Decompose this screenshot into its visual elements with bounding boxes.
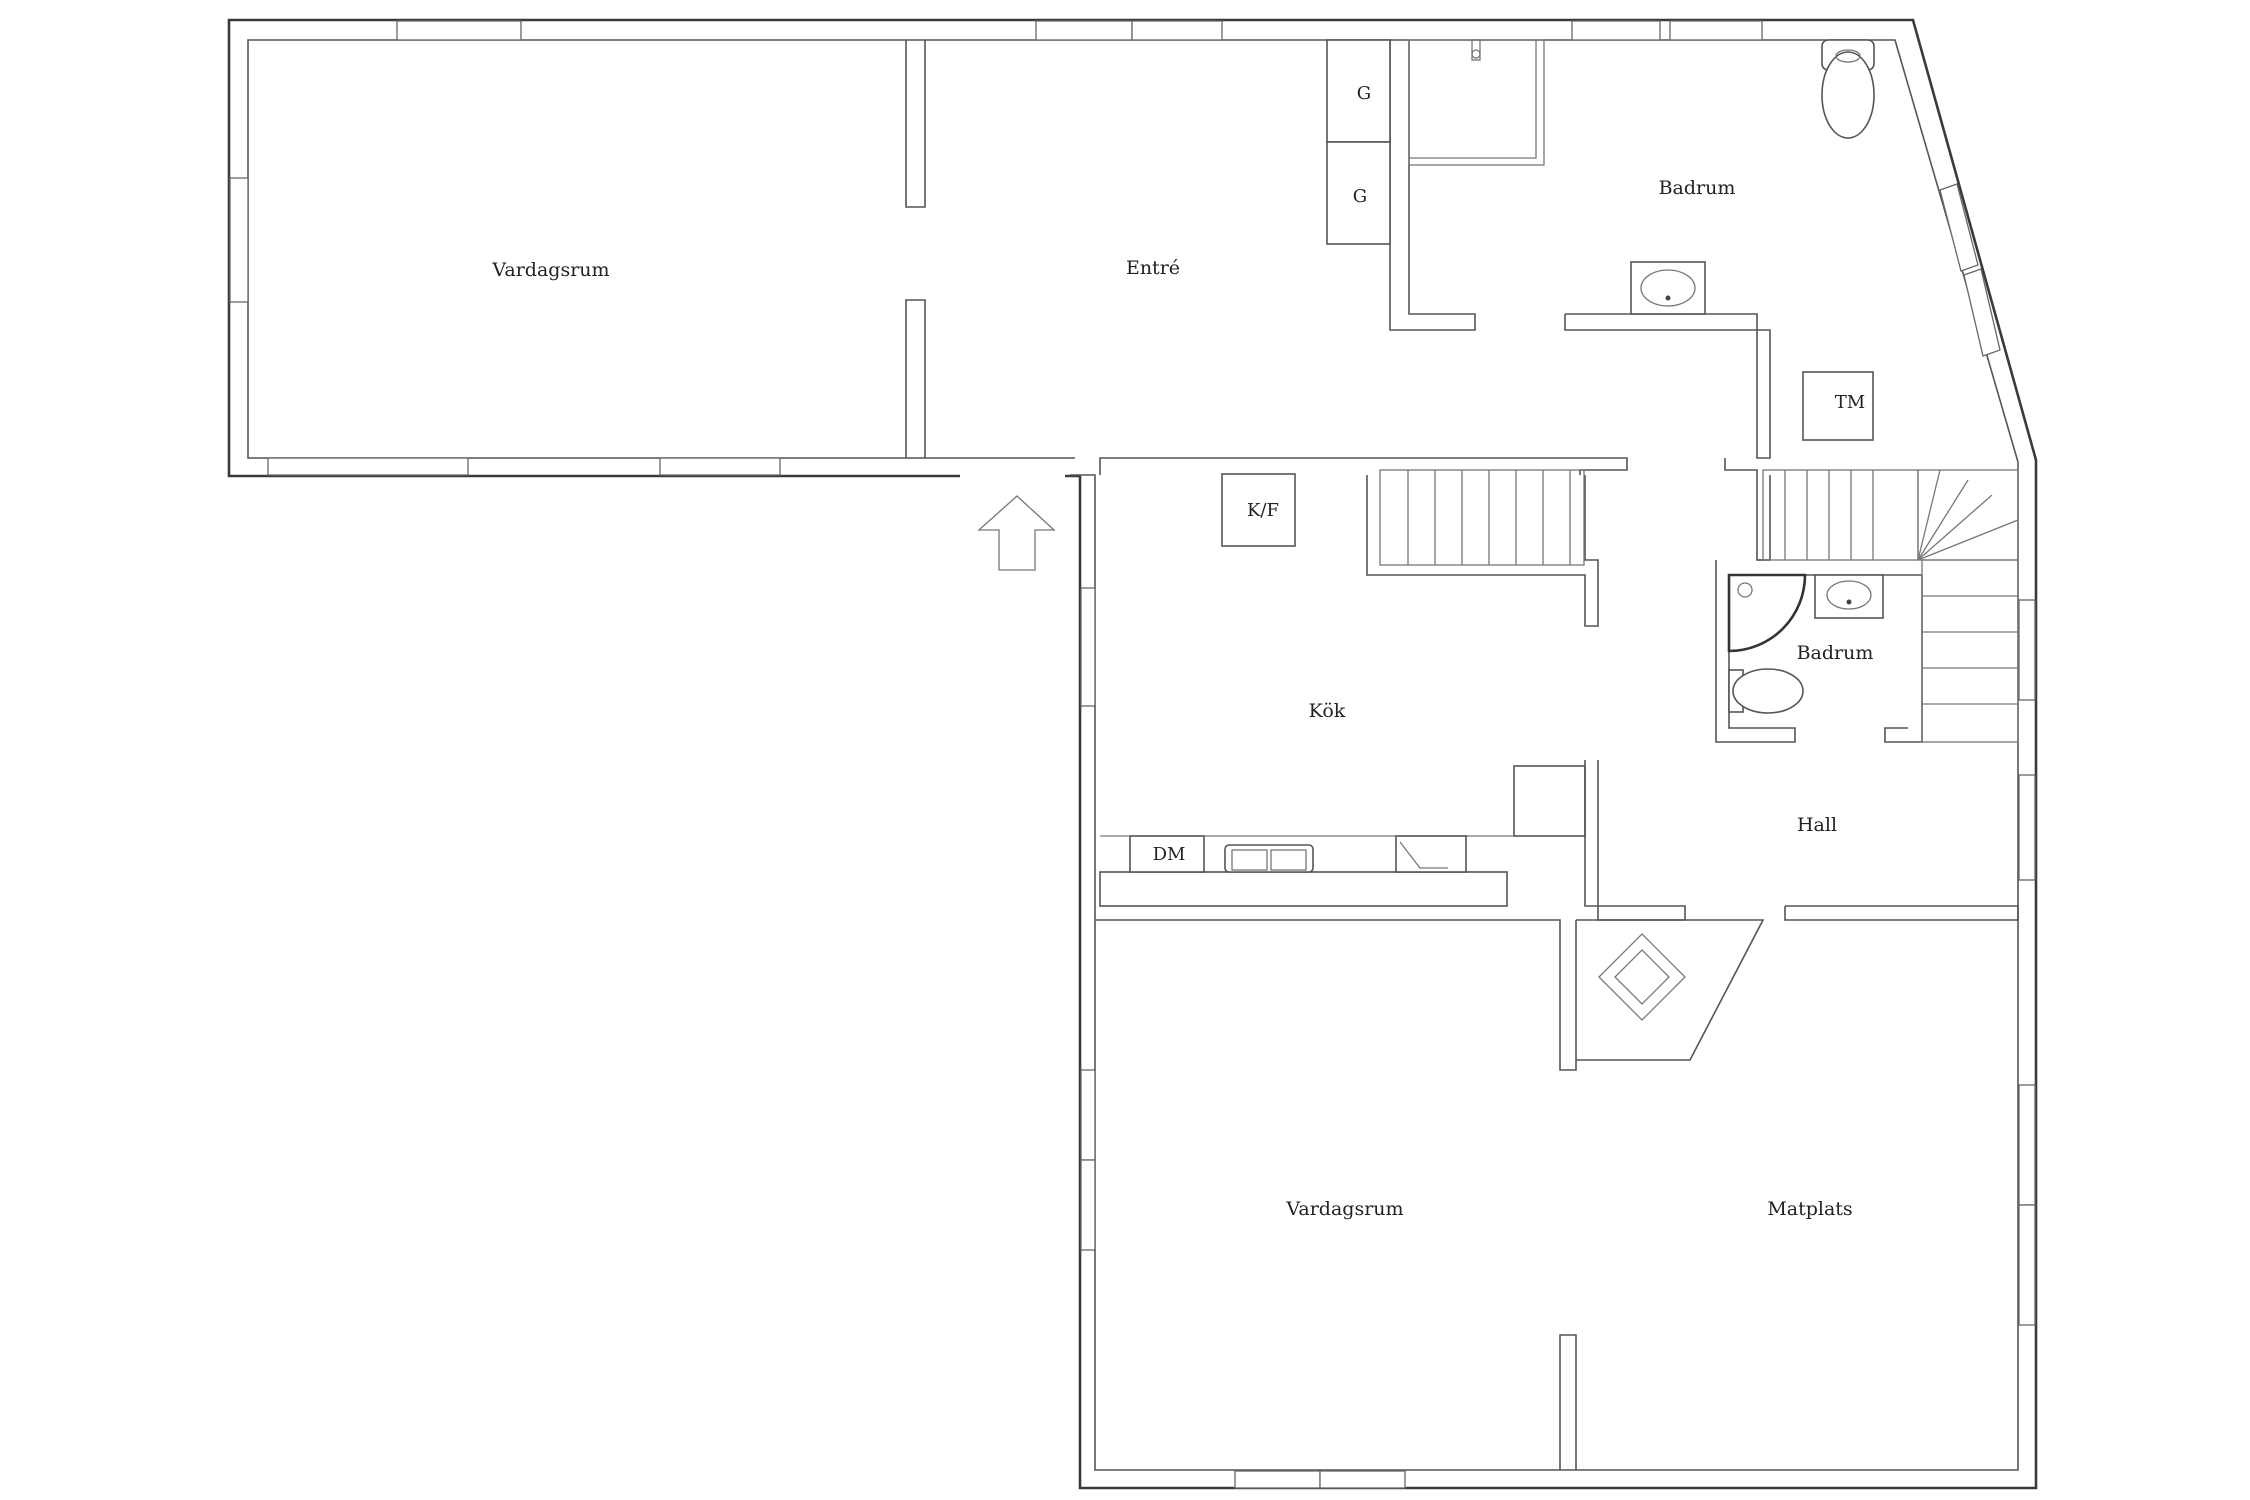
room-label-hall: Hall <box>1797 814 1837 836</box>
stairs-kitchen <box>1379 469 1585 566</box>
room-label-badrum-small: Badrum <box>1797 642 1874 664</box>
kitchen-counter <box>1099 835 1514 907</box>
wardrobe-label-2: G <box>1353 186 1367 207</box>
dishwasher-label: DM <box>1153 844 1186 865</box>
room-label-vardagsrum-top: Vardagsrum <box>491 259 609 281</box>
fireplace <box>1598 933 1686 1021</box>
room-label-badrum-top: Badrum <box>1659 177 1736 199</box>
room-label-entre: Entré <box>1126 257 1180 279</box>
washing-machine-label: TM <box>1835 392 1865 413</box>
stairs-hall <box>1762 469 2019 743</box>
entrance-arrow-icon <box>977 495 1056 571</box>
room-label-vardagsrum-bottom: Vardagsrum <box>1285 1198 1403 1220</box>
fixtures <box>1099 39 2019 1021</box>
windows <box>229 20 2036 1489</box>
wardrobe-label-1: G <box>1357 83 1371 104</box>
room-label-matplats: Matplats <box>1767 1198 1852 1220</box>
interior-walls <box>905 40 2019 1470</box>
fridge-freezer-label: K/F <box>1247 500 1279 521</box>
room-label-kok: Kök <box>1309 700 1346 722</box>
outer-walls <box>227 18 2038 1490</box>
